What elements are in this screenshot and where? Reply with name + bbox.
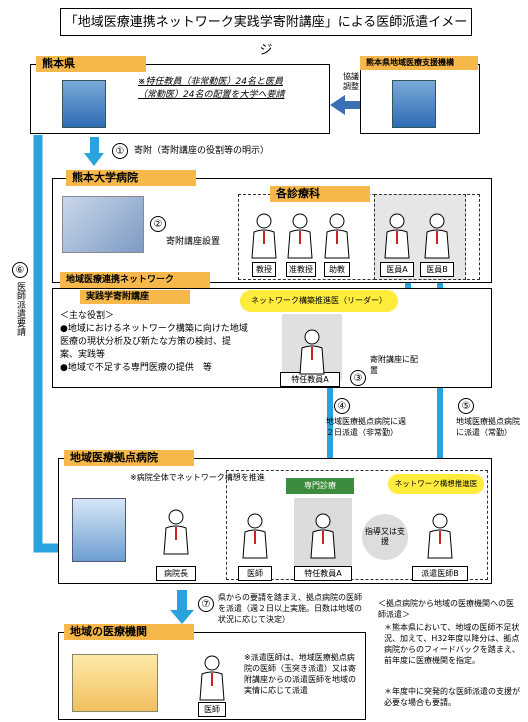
director-name: 病院長 — [156, 566, 196, 581]
base-hospital-note: ※病院全体でネットワーク構想を推進 — [130, 473, 265, 482]
step2-text: 寄附講座設置 — [166, 237, 221, 247]
step5-text: 地域医療拠点病院に派遣（常勤） — [456, 417, 520, 437]
teacher-a-dispatch-area — [294, 498, 352, 572]
network-promoter-badge: ネットワーク構想推進医 — [388, 474, 484, 494]
step1-text: 寄附（寄附講座の役割等の明示） — [134, 146, 270, 156]
support-org-building-icon — [392, 80, 436, 128]
base-hospital-inner — [226, 470, 488, 580]
teacher-a-dispatch-name: 特任教員A — [294, 566, 352, 581]
staff-associate-professor: 准教授 — [286, 262, 316, 277]
doctor-name: 医師 — [238, 566, 272, 581]
departments-label: 各診療科 — [270, 186, 370, 202]
step6-text: 医師派遣要請 — [15, 282, 25, 336]
dispatch-note-line-2: ＊年度中に突発的な医師派遣の支援が必要な場合も要請。 — [384, 687, 520, 707]
leader-badge: ネットワーク構築推進医（リーダー） — [240, 290, 398, 312]
support-circle: 指導又は支援 — [362, 514, 408, 560]
step7-arrowhead — [170, 610, 194, 624]
staff-assistant-professor: 助教 — [324, 262, 350, 277]
prefecture-building-icon — [62, 80, 106, 128]
local-institution-note: ※派遣医師は、地域医療拠点病院の医師（玉突き派遣）又は寄附講座からの派遣医師を地… — [244, 653, 356, 695]
dispatch-note-line-1: ＊熊本県において、地域の医師不足状況、加えて、H32年度以降分は、拠点病院からの… — [384, 623, 520, 665]
roles-title: ＜主な役割＞ — [60, 311, 115, 321]
request-arrow-line — [33, 135, 62, 553]
step4-number: ④ — [334, 398, 350, 414]
staff-resident-b: 医員B — [420, 262, 454, 277]
dispatch-note-title: ＜拠点病院から地域の医療機関への医師派遣＞ — [378, 599, 514, 619]
cooperation-text: 協議調整 — [343, 72, 359, 91]
step7-number: ⑦ — [198, 596, 214, 612]
dispatched-doctor-b-name: 派遣医師B — [412, 566, 468, 581]
staff-professor: 教授 — [252, 262, 276, 277]
local-clinic-building-icon — [72, 654, 158, 712]
role-2: ●地域で不足する専門医療の提供 等 — [60, 363, 212, 373]
step1-number: ① — [112, 143, 128, 159]
step6-number: ⑥ — [12, 262, 28, 278]
base-hospital-label: 地域医療拠点病院 — [64, 450, 194, 466]
step7-text: 県からの要請を踏まえ、拠点病院の医師を派遣（週２日以上実施。日数は地域の状況に応… — [218, 593, 362, 624]
network-course-label2: 実践学寄附講座 — [80, 290, 190, 304]
network-course-label1: 地域医療連携ネットワーク — [60, 272, 210, 288]
local-institution-label: 地域の医療機関 — [64, 624, 194, 640]
univ-hospital-building-icon — [62, 196, 144, 253]
step5-number: ⑤ — [458, 398, 474, 414]
step2-number: ② — [150, 216, 166, 232]
specialist-badge: 専門診療 — [286, 478, 354, 494]
role-1: ●地域におけるネットワーク構築に向けた地域医療の現状分析及び新たな方策の検討、提… — [60, 324, 248, 360]
univ-hospital-label: 熊本大学病院 — [66, 170, 196, 186]
step1-arrowhead — [84, 153, 104, 166]
teacher-a-area — [282, 314, 342, 380]
prefecture-note: ※特任教員（非常勤医）24名と医員（常勤医）24名の配置を大学へ要請 — [138, 77, 285, 100]
page-title: 「地域医療連携ネットワーク実践学寄附講座」による医師派遣イメージ — [60, 8, 472, 58]
step3-number: ③ — [350, 370, 366, 386]
teacher-a-name: 特任教員A — [280, 372, 340, 387]
prefecture-label: 熊本県 — [36, 56, 146, 72]
step4-text: 地域医療拠点病院に週２日派遣（非常勤） — [326, 417, 406, 437]
local-doctor-name: 医師 — [198, 702, 226, 717]
staff-resident-a: 医員A — [380, 262, 414, 277]
step1-arrow-shaft — [90, 137, 99, 155]
base-hospital-building-icon — [72, 498, 126, 562]
step3-text: 寄附講座に配置 — [370, 355, 418, 375]
support-org-label: 熊本県地域医療支援機構 — [360, 56, 478, 70]
